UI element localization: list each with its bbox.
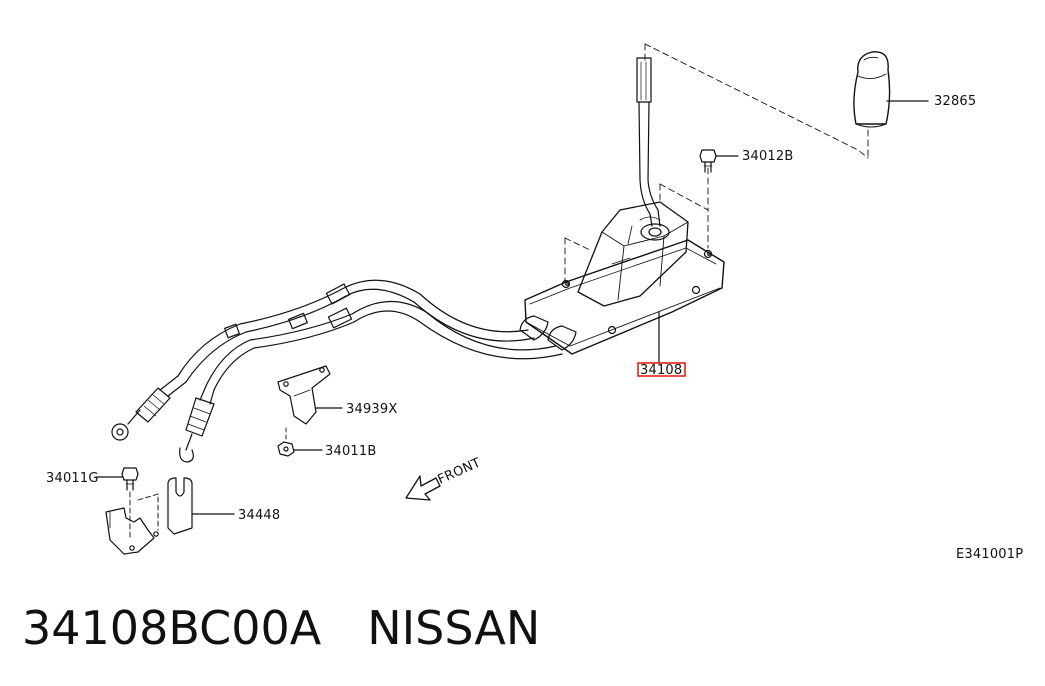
bolt-34011g (95, 467, 139, 491)
figure-code: E341001P (956, 547, 1023, 562)
brand-name: NISSAN (367, 601, 541, 655)
part-number: 34108BC00A (22, 601, 322, 655)
cable-end-right (179, 385, 215, 463)
knob-guide-lines (644, 43, 869, 159)
cable-bracket-34448 (105, 477, 235, 555)
label-34448: 34448 (238, 508, 280, 523)
label-32865: 32865 (934, 94, 976, 109)
label-34011b: 34011B (325, 444, 376, 459)
highlight-box (637, 362, 686, 377)
cable-end-left (111, 375, 187, 441)
shifter-guide-lines (564, 167, 709, 283)
shift-lever (636, 57, 670, 241)
part-caption: 34108BC00A NISSAN (22, 596, 540, 660)
nut-34011b (277, 427, 323, 457)
front-arrow-icon (405, 475, 441, 501)
control-cables (177, 279, 563, 391)
parts-diagram: 32865 34012B 34108 34939X 34011B 34011G … (46, 43, 1023, 562)
label-34939x: 34939X (346, 402, 397, 417)
label-34012b: 34012B (742, 149, 793, 164)
label-34108: 34108 (640, 363, 682, 378)
bracket-34939x (277, 365, 343, 425)
shift-knob (853, 51, 929, 128)
shifter-assembly (519, 201, 725, 363)
label-front: FRONT (436, 455, 484, 487)
label-34011g: 34011G (46, 471, 99, 486)
bolt-top (699, 149, 739, 173)
